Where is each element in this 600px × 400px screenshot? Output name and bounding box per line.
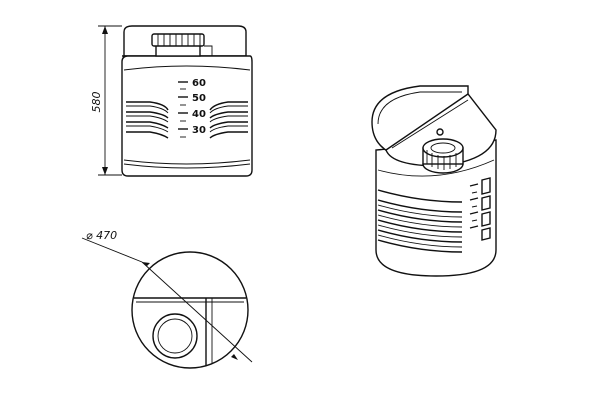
tank-body-front [121,55,253,177]
diameter-dimension: ⌀ 470 [81,229,253,363]
neck-circle-top [152,313,198,359]
right-ribs [209,101,248,139]
level-scale: 60 50 40 30 [178,78,206,138]
scale-label-30: 30 [192,125,206,136]
front-view: 580 [90,25,253,177]
iso-ribs [377,189,463,253]
diameter-label: ⌀ 470 [86,229,117,242]
scale-label-60: 60 [192,78,206,89]
cap-iso [422,138,464,174]
cap-front [151,33,205,47]
left-ribs [126,101,169,139]
iso-scale [469,177,491,241]
scale-label-50: 50 [192,93,206,104]
height-dimension: 580 [90,25,122,176]
top-view: ⌀ 470 [81,229,253,369]
scale-label-40: 40 [192,109,206,120]
isometric-view [371,85,497,277]
height-label: 580 [90,92,103,113]
